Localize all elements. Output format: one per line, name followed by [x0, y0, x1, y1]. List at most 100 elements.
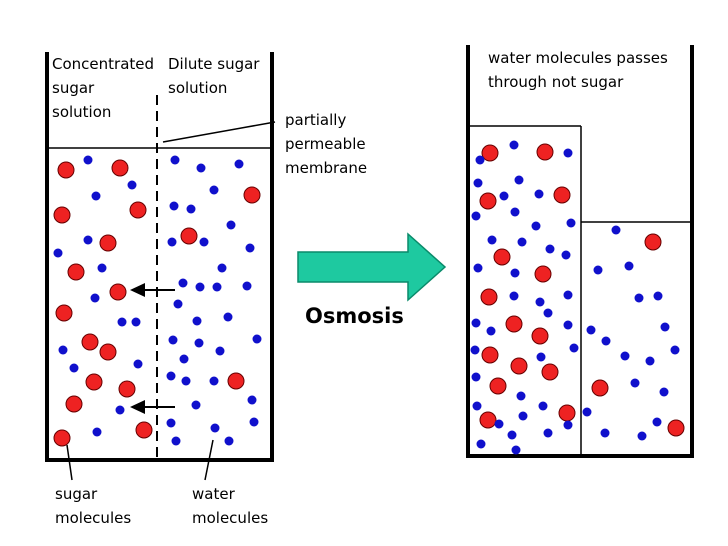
water-molecule-icon — [242, 281, 252, 291]
water-molecule-icon — [545, 244, 555, 254]
water-molecule-icon — [645, 356, 655, 366]
water-molecule-icon — [212, 282, 222, 292]
water-molecule-icon — [226, 220, 236, 230]
arrow-head — [130, 400, 145, 414]
sugar-molecule-icon — [536, 143, 554, 161]
water-molecule-icon — [173, 299, 183, 309]
water-molecule-icon — [53, 248, 63, 258]
left-molecules — [53, 155, 262, 447]
sugar-molecule-icon — [135, 421, 153, 439]
water-molecule-icon — [475, 155, 485, 165]
water-molecule-icon — [487, 235, 497, 245]
sugar-molecule-icon — [129, 201, 147, 219]
sugar-molecule-icon — [591, 379, 609, 397]
water-molecule-icon — [563, 320, 573, 330]
sugar-molecule-icon — [479, 411, 497, 429]
sugar-molecule-icon — [109, 283, 127, 301]
water-molecule-icon — [531, 221, 541, 231]
water-molecule-icon — [620, 351, 630, 361]
sugar-molecule-icon — [479, 192, 497, 210]
right-beaker-outline — [466, 45, 694, 458]
water-molecule-icon — [660, 322, 670, 332]
water-molecule-icon — [179, 354, 189, 364]
water-molecule-icon — [178, 278, 188, 288]
water-molecule-icon — [510, 207, 520, 217]
water-molecule-icon — [516, 391, 526, 401]
water-molecules-label: water molecules — [192, 485, 268, 527]
water-molecule-icon — [91, 191, 101, 201]
sugar-molecule-icon — [180, 227, 198, 245]
water-molecule-icon — [507, 430, 517, 440]
left-beaker — [45, 52, 276, 481]
water-molecule-icon — [486, 326, 496, 336]
dilute-label: Dilute sugar solution — [168, 55, 264, 97]
sugar-molecule-icon — [53, 429, 71, 447]
water-molecule-icon — [69, 363, 79, 373]
sugar-molecule-icon — [667, 419, 685, 437]
water-molecule-icon — [586, 325, 596, 335]
membrane-pointer-line — [162, 121, 276, 143]
sugar-molecule-icon — [65, 395, 83, 413]
sugar-molecule-icon — [99, 343, 117, 361]
right-beaker — [466, 45, 694, 458]
sugar-molecule-icon — [85, 373, 103, 391]
sugar-molecule-icon — [99, 234, 117, 252]
water-molecule-icon — [514, 175, 524, 185]
sugar-molecule-icon — [53, 206, 71, 224]
water-molecule-icon — [181, 376, 191, 386]
osmosis-title: Osmosis — [305, 304, 404, 328]
water-molecule-icon — [653, 291, 663, 301]
water-molecule-icon — [509, 140, 519, 150]
water-molecule-icon — [470, 345, 480, 355]
water-molecule-icon — [670, 345, 680, 355]
water-molecule-icon — [634, 293, 644, 303]
water-molecule-icon — [473, 263, 483, 273]
sugar-molecule-icon — [57, 161, 75, 179]
water-molecule-icon — [92, 427, 102, 437]
water-molecule-icon — [543, 308, 553, 318]
water-molecule-icon — [210, 423, 220, 433]
water-molecule-icon — [209, 185, 219, 195]
water-molecule-icon — [117, 317, 127, 327]
water-molecule-icon — [494, 419, 504, 429]
water-molecule-icon — [83, 235, 93, 245]
water-molecule-icon — [472, 401, 482, 411]
sugar-molecule-icon — [553, 186, 571, 204]
water-molecule-icon — [234, 159, 244, 169]
water-molecule-icon — [593, 265, 603, 275]
sugar-molecule-icon — [489, 377, 507, 395]
water-molecule-icon — [186, 204, 196, 214]
water-molecule-icon — [517, 237, 527, 247]
water-molecule-icon — [192, 316, 202, 326]
water-molecule-icon — [582, 407, 592, 417]
water-molecule-icon — [509, 291, 519, 301]
water-molecule-icon — [543, 428, 553, 438]
water-molecule-icon — [600, 428, 610, 438]
water-molecule-icon — [535, 297, 545, 307]
sugar-molecule-icon — [505, 315, 523, 333]
membrane-label: partially permeable membrane — [285, 111, 370, 177]
water-molecule-icon — [510, 268, 520, 278]
water-flow-arrow-lower — [130, 400, 175, 414]
right-molecules — [470, 140, 685, 455]
water-molecule-icon — [637, 431, 647, 441]
water-molecule-icon — [115, 405, 125, 415]
sugar-molecule-icon — [67, 263, 85, 281]
water-molecule-icon — [249, 417, 259, 427]
water-molecule-icon — [471, 318, 481, 328]
water-molecule-icon — [196, 163, 206, 173]
osmosis-arrow-icon — [297, 232, 447, 302]
arrow-head — [130, 283, 145, 297]
water-molecule-icon — [252, 334, 262, 344]
water-molecule-icon — [652, 417, 662, 427]
water-molecule-icon — [473, 178, 483, 188]
sugar-molecule-icon — [243, 186, 261, 204]
water-molecule-icon — [611, 225, 621, 235]
water-molecule-icon — [127, 180, 137, 190]
sugar-molecule-icon — [644, 233, 662, 251]
water-molecule-icon — [538, 401, 548, 411]
sugar-molecule-icon — [55, 304, 73, 322]
water-molecule-icon — [561, 250, 571, 260]
water-molecule-icon — [131, 317, 141, 327]
